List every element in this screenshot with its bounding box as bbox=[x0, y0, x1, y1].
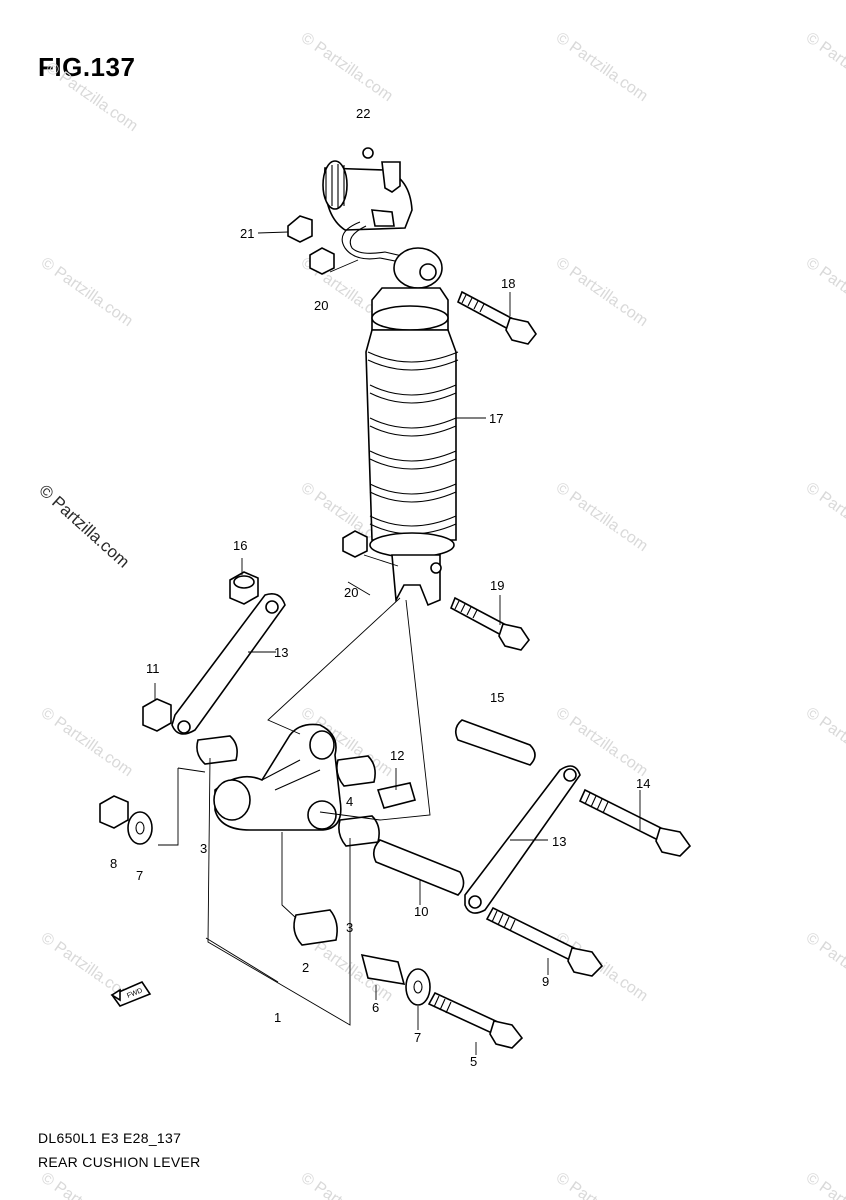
callout-labels: 22 21 20 18 17 20 19 16 13 11 15 12 4 14… bbox=[110, 106, 650, 1069]
callout-14: 14 bbox=[636, 776, 650, 791]
nut-16-top bbox=[233, 575, 255, 589]
washer-7-left bbox=[127, 811, 153, 845]
watermark-layer: © Partzilla.com © Partzilla.com © Partzi… bbox=[35, 29, 846, 1200]
watermark: © Partzilla.com bbox=[553, 254, 651, 330]
watermark: © Partzilla.com bbox=[803, 29, 846, 105]
callout-11: 11 bbox=[146, 661, 160, 676]
watermark: © Partzilla.com bbox=[803, 929, 846, 1005]
callout-4: 4 bbox=[346, 794, 353, 809]
callout-15: 15 bbox=[490, 690, 504, 705]
bolt-9 bbox=[485, 906, 604, 977]
reservoir-bracket bbox=[381, 161, 401, 193]
callout-20-lower: 20 bbox=[344, 585, 358, 600]
cushion-lever bbox=[213, 723, 342, 831]
bolt-14 bbox=[578, 788, 692, 857]
bolt-upper bbox=[456, 290, 537, 345]
watermark: © Partzilla.com bbox=[803, 1169, 846, 1200]
reservoir-cap bbox=[322, 160, 348, 210]
reservoir-hose bbox=[341, 221, 401, 263]
rear-shock-absorber bbox=[287, 147, 459, 607]
bushing-4 bbox=[336, 755, 376, 787]
shock-spring-seat-bottom bbox=[369, 532, 455, 558]
watermark: © Partzilla.com bbox=[553, 1169, 651, 1200]
shock-spring bbox=[367, 351, 459, 535]
callout-9: 9 bbox=[542, 974, 549, 989]
callout-12: 12 bbox=[390, 748, 404, 763]
hose-clamp bbox=[287, 215, 313, 243]
callout-17: 17 bbox=[489, 411, 503, 426]
callout-1: 1 bbox=[274, 1010, 281, 1025]
cushion-rod-left bbox=[171, 592, 286, 735]
footer-name: REAR CUSHION LEVER bbox=[38, 1154, 201, 1170]
reservoir-knurl bbox=[325, 164, 345, 208]
footer-code: DL650L1 E3 E28_137 bbox=[38, 1130, 182, 1146]
watermark: © Partzilla.com bbox=[553, 479, 651, 555]
watermark: © Partzilla.com bbox=[298, 29, 396, 105]
bushing-2 bbox=[293, 909, 338, 946]
callout-20-upper: 20 bbox=[314, 298, 328, 313]
callout-19: 19 bbox=[490, 578, 504, 593]
figure-footer: DL650L1 E3 E28_137 REAR CUSHION LEVER bbox=[38, 1126, 201, 1174]
watermark: © Partzilla.com bbox=[803, 254, 846, 330]
watermark-prominent: © Partzilla.com bbox=[35, 481, 133, 572]
leader-lines bbox=[154, 231, 641, 1055]
watermark: © Partzilla.com bbox=[38, 704, 136, 780]
shock-top-eye-hole bbox=[419, 263, 437, 281]
shock-spring-seat-top bbox=[371, 305, 449, 331]
callout-13-right: 13 bbox=[552, 834, 566, 849]
bushing-3-upper bbox=[196, 735, 238, 765]
washer-upper bbox=[309, 247, 335, 275]
watermark: © Partzilla.com bbox=[803, 479, 846, 555]
callout-10: 10 bbox=[414, 904, 428, 919]
shock-body bbox=[365, 329, 457, 541]
bolt-5 bbox=[427, 991, 524, 1049]
cushion-rod-right-eye-bottom bbox=[468, 895, 482, 909]
cushion-rod-right bbox=[464, 765, 581, 914]
cushion-rod-left-eye-top bbox=[265, 600, 279, 614]
callout-3-upper: 3 bbox=[200, 841, 207, 856]
nut-8 bbox=[99, 795, 129, 829]
reservoir-fitting bbox=[371, 209, 395, 227]
callout-3-lower: 3 bbox=[346, 920, 353, 935]
figure-title: FIG.137 bbox=[38, 52, 136, 82]
washer-lower bbox=[342, 530, 368, 558]
sleeve-12 bbox=[376, 782, 417, 809]
callout-7-left: 7 bbox=[136, 868, 143, 883]
bolt-lower bbox=[449, 596, 530, 651]
callout-18: 18 bbox=[501, 276, 515, 291]
watermark: © Partzilla.com bbox=[298, 1169, 396, 1200]
watermark: © Partzilla.com bbox=[38, 254, 136, 330]
sleeve-15 bbox=[454, 719, 536, 766]
callout-7-bottom: 7 bbox=[414, 1030, 421, 1045]
callout-16: 16 bbox=[233, 538, 247, 553]
reservoir-screw bbox=[362, 147, 374, 159]
cushion-rod-left-eye-bottom bbox=[177, 720, 191, 734]
callout-22: 22 bbox=[356, 106, 370, 121]
bushing-3-lower bbox=[338, 815, 380, 847]
callout-8: 8 bbox=[110, 856, 117, 871]
shock-bottom-clevis bbox=[391, 554, 441, 607]
callout-21: 21 bbox=[240, 226, 254, 241]
callout-5: 5 bbox=[470, 1054, 477, 1069]
reservoir-hose-inner bbox=[349, 225, 403, 257]
callout-6: 6 bbox=[372, 1000, 379, 1015]
watermark: © Partzilla.com bbox=[553, 29, 651, 105]
sleeve-10 bbox=[372, 839, 465, 896]
washer-7-bottom bbox=[405, 968, 431, 1006]
watermark: © Partzilla.com bbox=[803, 704, 846, 780]
nut-11 bbox=[142, 698, 172, 732]
shock-bottom-hole bbox=[430, 562, 442, 574]
callout-13-left: 13 bbox=[274, 645, 288, 660]
collar-6 bbox=[360, 953, 406, 985]
fwd-arrow-icon: FWD bbox=[110, 981, 152, 1007]
cushion-rod-right-eye-top bbox=[563, 768, 577, 782]
callout-2: 2 bbox=[302, 960, 309, 975]
watermark: © Partzilla.com bbox=[43, 59, 141, 135]
